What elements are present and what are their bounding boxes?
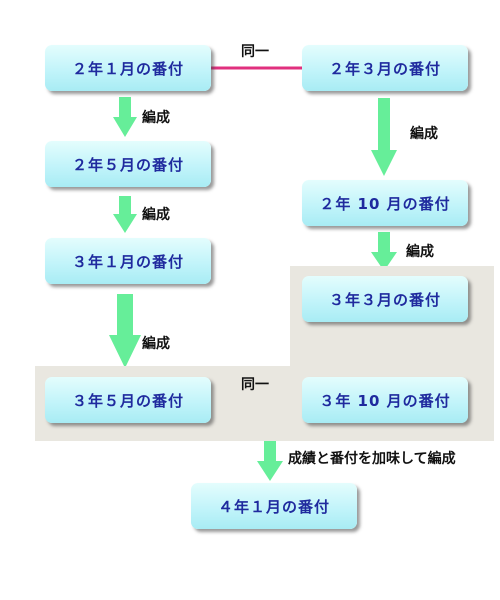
node-y3m1: ３年１月の番付 [45, 238, 211, 284]
node-y2m5: ２年５月の番付 [45, 141, 211, 187]
label-same-bottom: 同一 [241, 377, 269, 393]
label-same-top: 同一 [241, 44, 269, 60]
label-compile-1: 編成 [142, 110, 170, 126]
arrow-down-6 [257, 438, 283, 481]
node-y4m1: ４年１月の番付 [191, 483, 357, 529]
node-y3m3: ３年３月の番付 [302, 276, 468, 322]
label-compile-3: 編成 [142, 336, 170, 352]
arrow-down-3 [109, 294, 141, 368]
label-compile-2: 編成 [142, 207, 170, 223]
label-compile-4: 編成 [410, 126, 438, 142]
arrow-down-2 [113, 196, 137, 233]
node-y2m10: ２年 10 月の番付 [302, 180, 468, 226]
label-compile-5: 編成 [406, 244, 434, 260]
arrow-down-5 [371, 232, 397, 271]
arrow-down-4 [371, 98, 397, 176]
label-final-compile: 成績と番付を加味して編成 [288, 451, 456, 467]
arrow-down-1 [113, 97, 137, 137]
node-y3m10: ３年 10 月の番付 [302, 377, 468, 423]
node-y2m3: ２年３月の番付 [302, 45, 468, 91]
node-y2m1: ２年１月の番付 [45, 45, 211, 91]
node-y3m5: ３年５月の番付 [45, 377, 211, 423]
